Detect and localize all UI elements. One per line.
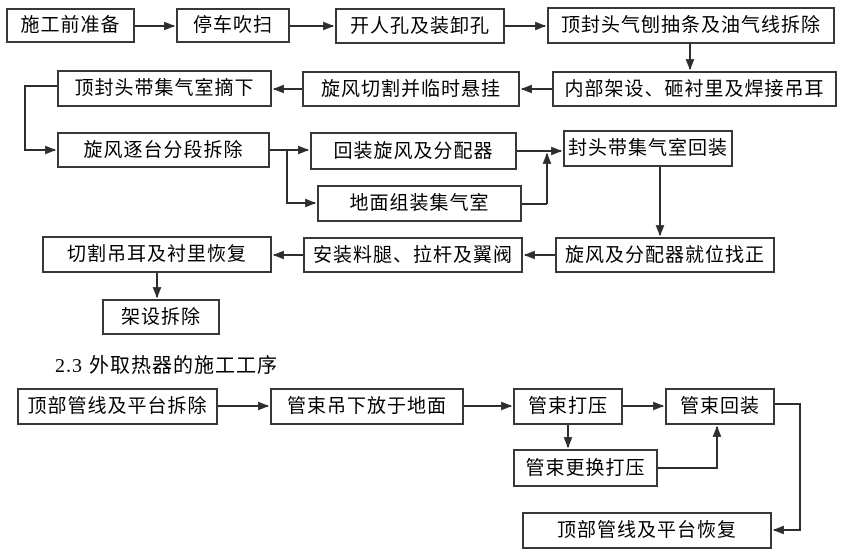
- section-title: 2.3 外取热器的施工工序: [55, 355, 278, 377]
- flow-step-cyclone-cutting: 旋风切割并临时悬挂: [302, 71, 520, 107]
- flow-step-top-piping-removal: 顶部管线及平台拆除: [17, 388, 218, 425]
- flow-step-top-piping-restore: 顶部管线及平台恢复: [522, 512, 772, 549]
- flow-step-reinstall-cyclone: 回装旋风及分配器: [310, 132, 517, 170]
- flow-step-bundle-reinstall: 管束回装: [665, 388, 775, 425]
- flow-step-ground-assembly: 地面组装集气室: [317, 185, 522, 222]
- flow-step-head-reinstall: 封头带集气室回装: [563, 130, 733, 167]
- flow-step-cut-lugs-lining-restore: 切割吊耳及衬里恢复: [42, 236, 272, 273]
- flow-step-cyclone-segment-removal: 旋风逐台分段拆除: [57, 132, 270, 168]
- flow-step-top-head-gouging: 顶封头气刨抽条及油气线拆除: [547, 7, 835, 44]
- flow-step-remove-top-head: 顶封头带集气室摘下: [57, 70, 272, 107]
- flow-step-shutdown-purge: 停车吹扫: [176, 8, 290, 43]
- flow-step-open-manholes: 开人孔及装卸孔: [335, 8, 505, 44]
- flow-step-install-diplegs: 安装料腿、拉杆及翼阀: [303, 237, 523, 273]
- flow-step-bundle-replace-test: 管束更换打压: [513, 449, 658, 487]
- flow-step-cyclone-positioning: 旋风及分配器就位找正: [555, 237, 775, 273]
- flow-step-preparation: 施工前准备: [6, 8, 135, 43]
- flow-step-internal-scaffolding: 内部架设、砸衬里及焊接吊耳: [552, 71, 837, 107]
- flow-step-scaffold-removal: 架设拆除: [102, 299, 220, 335]
- flow-step-bundle-lowering: 管束吊下放于地面: [270, 388, 464, 425]
- flow-step-bundle-pressure-test: 管束打压: [513, 388, 623, 425]
